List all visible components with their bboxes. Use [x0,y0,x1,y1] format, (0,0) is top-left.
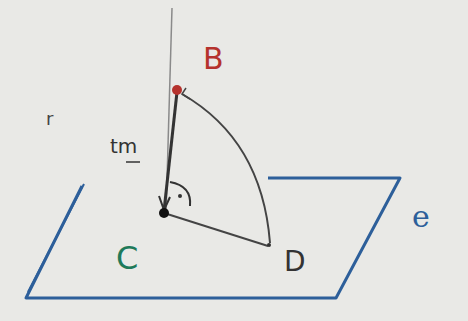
arrow-head [159,196,170,210]
point-label: D [284,248,306,276]
segment-cd [164,213,268,246]
underline [126,161,140,163]
point-label: C [116,242,138,274]
point-label: B [203,44,224,74]
segment-bc [164,92,177,211]
point-c [159,208,169,218]
segment-label: tm [110,136,137,156]
plane-label: e [412,202,430,232]
point-b [172,85,182,95]
note-text: r [46,110,53,128]
right-angle-mark [170,182,190,206]
right-angle-dot [178,194,182,198]
point-d [267,243,271,247]
plane-outline [26,178,400,298]
plane-edge [28,184,84,292]
arc-bd [182,94,270,243]
arc-tick [182,88,190,99]
